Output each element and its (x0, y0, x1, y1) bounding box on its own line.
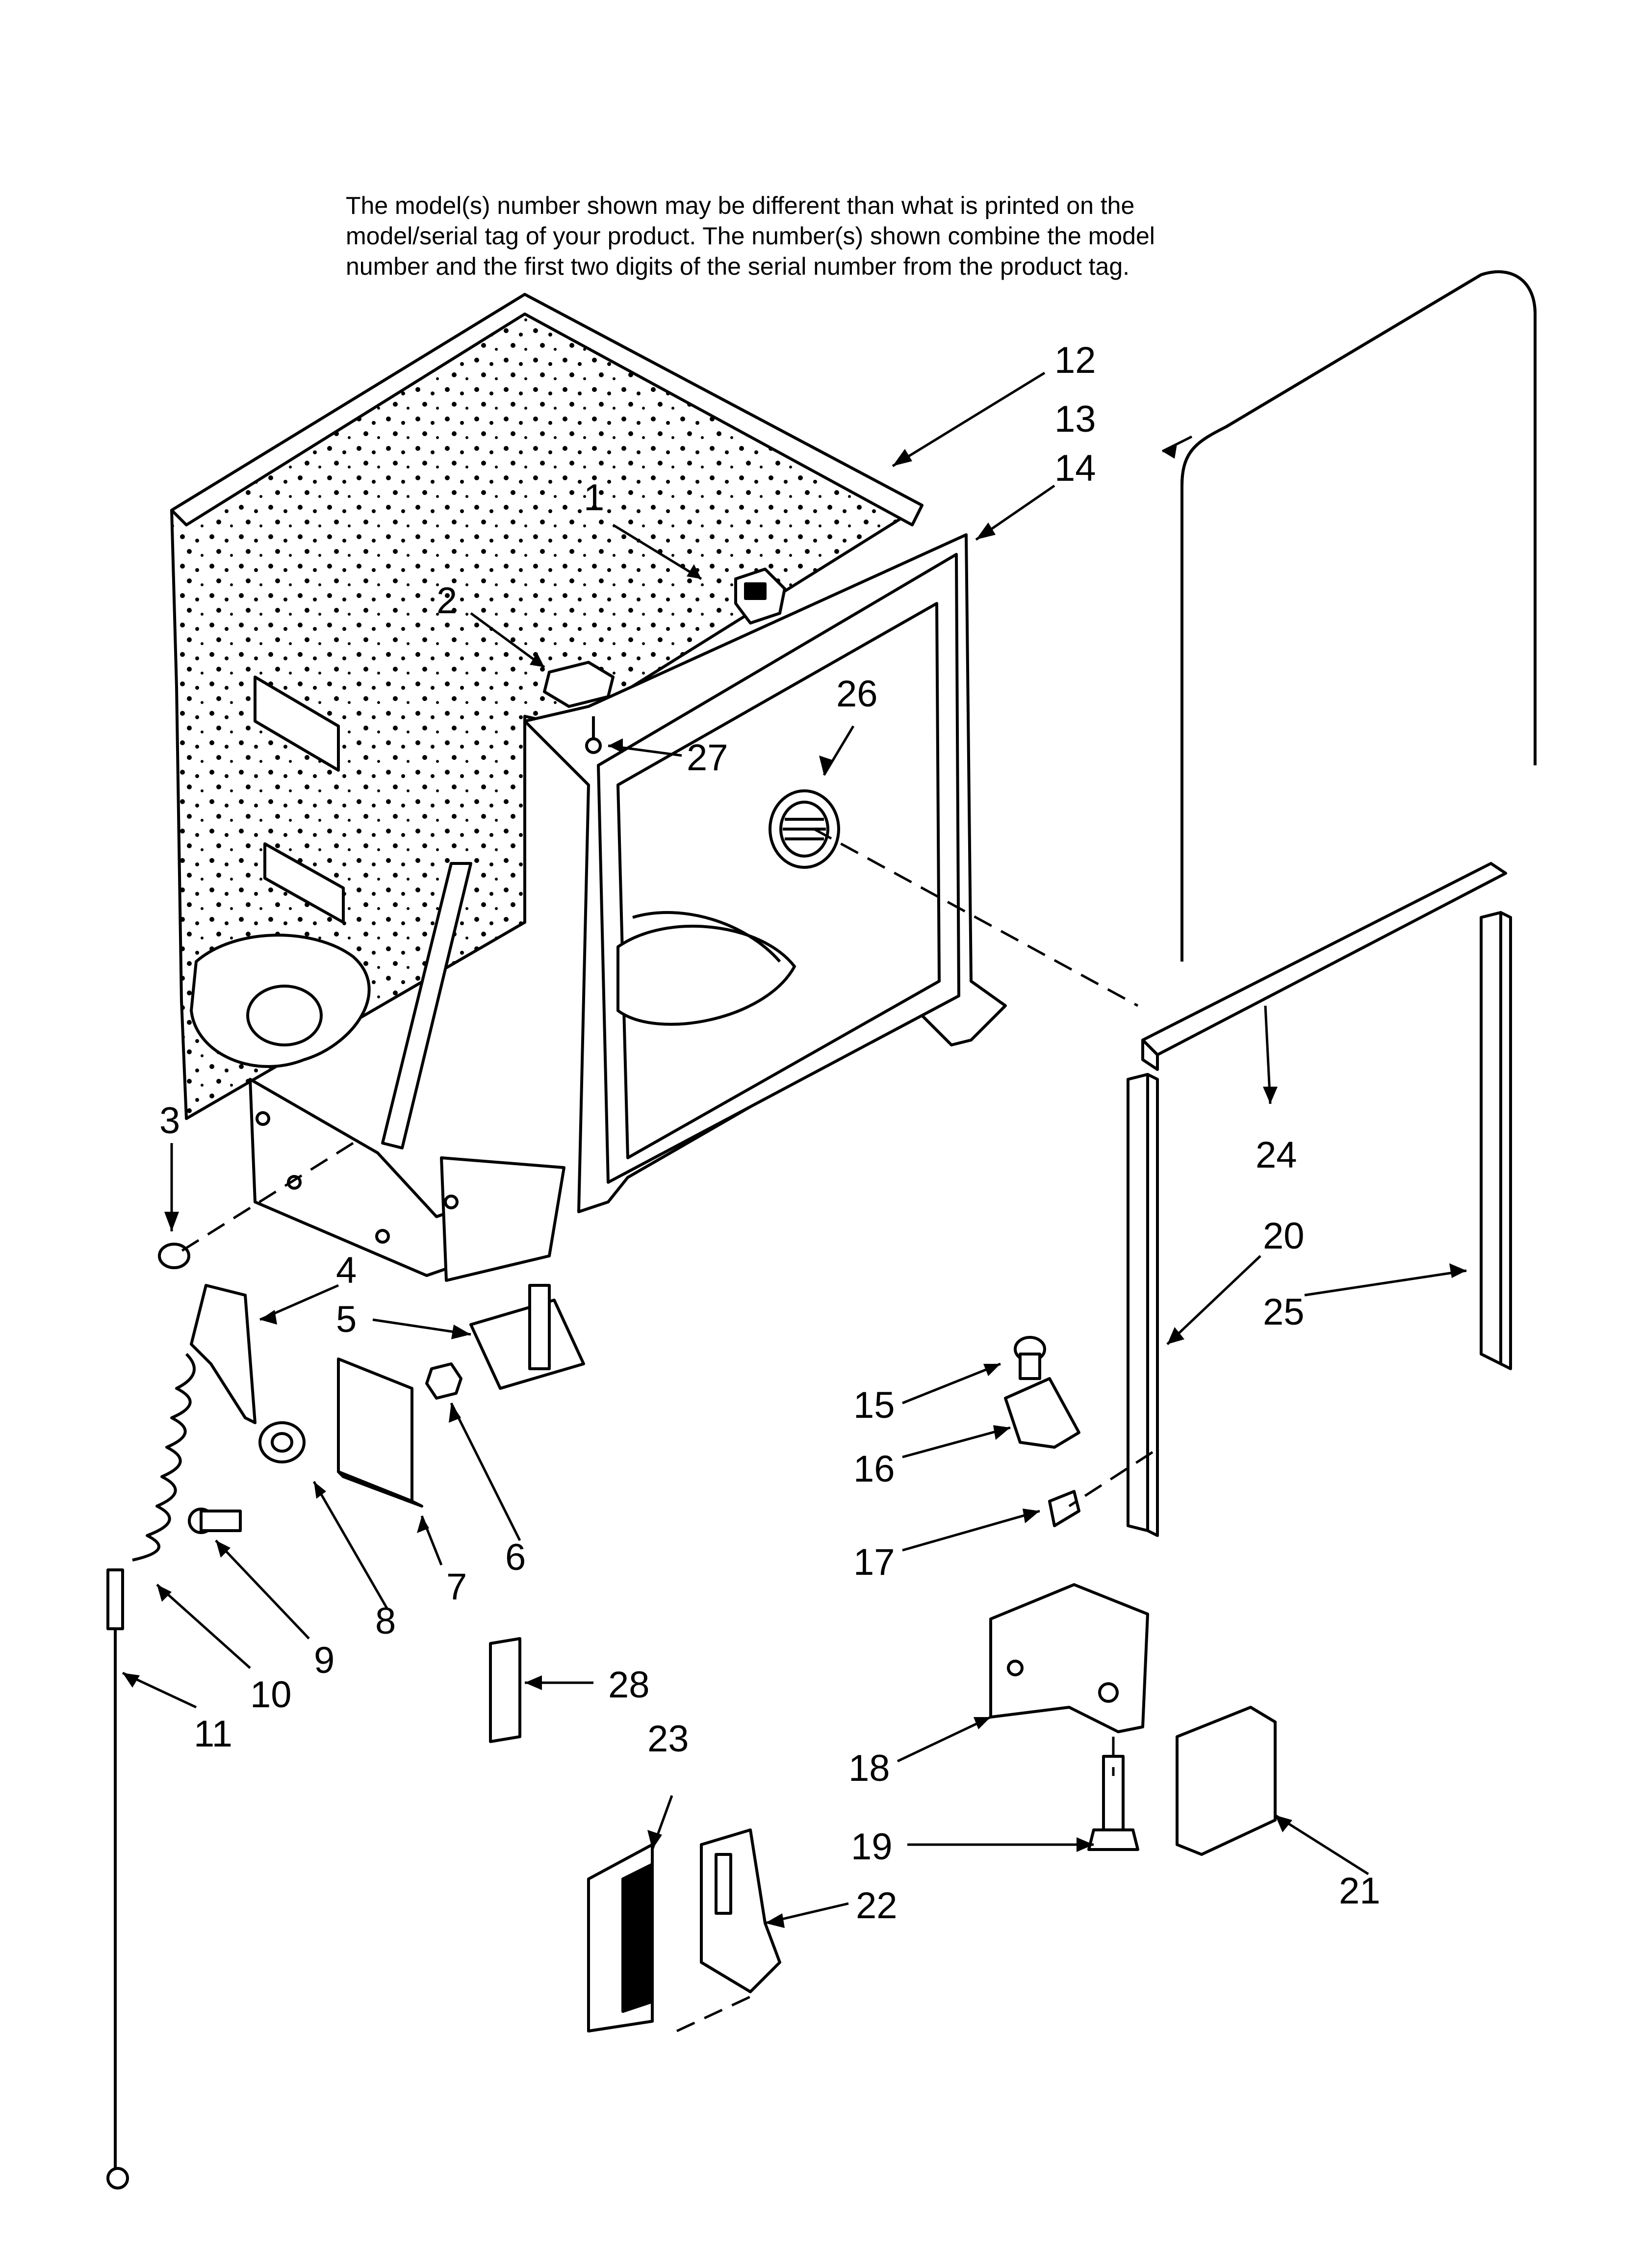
callout-13: 13 (1054, 398, 1096, 440)
callout-23: 23 (647, 1718, 689, 1760)
callout-3: 3 (159, 1100, 180, 1142)
callout-12: 12 (1054, 339, 1096, 381)
callout-11: 11 (194, 1713, 232, 1755)
insulation-blanket (170, 293, 924, 1149)
callout-17: 17 (853, 1541, 895, 1583)
callout-labels: 12 13 14 1 2 26 27 3 4 5 6 7 8 9 10 11 2… (159, 339, 1381, 1927)
nut-part (425, 1362, 462, 1400)
side-trim-left (1127, 1073, 1159, 1537)
callout-26: 26 (836, 673, 878, 715)
callout-16: 16 (853, 1448, 895, 1490)
callout-6: 6 (505, 1537, 526, 1578)
alignment-lines (180, 828, 1154, 2033)
leveling-bracket-part (1004, 1377, 1080, 1449)
spring-part (132, 1353, 196, 1562)
callout-27: 27 (687, 737, 728, 779)
pulley-part (258, 1421, 306, 1463)
callout-19: 19 (851, 1826, 893, 1868)
bracket-part-5 (469, 1284, 585, 1390)
callout-1: 1 (584, 477, 604, 519)
callout-25: 25 (1263, 1291, 1305, 1333)
mounting-plate-part (337, 1357, 423, 1508)
plug-part (158, 1243, 190, 1269)
top-trim-part (1141, 862, 1507, 1071)
clip-part (489, 1637, 521, 1743)
callout-8: 8 (375, 1600, 396, 1642)
callout-10: 10 (250, 1674, 292, 1716)
callout-28: 28 (608, 1664, 650, 1706)
hinge-plate-part (190, 1284, 257, 1424)
door-strike-part (734, 568, 786, 625)
callout-4: 4 (336, 1250, 357, 1291)
leveling-leg-bracket-part (989, 1583, 1149, 1733)
leg-bracket-part (700, 1828, 781, 1993)
leveling-leg-cap-part (1014, 1336, 1046, 1380)
tub-bracket-part (543, 661, 615, 708)
callout-20: 20 (1263, 1215, 1305, 1257)
callout-2: 2 (436, 580, 457, 622)
door-gasket (1180, 270, 1537, 962)
callout-21: 21 (1339, 1870, 1381, 1912)
callout-arrowheads (123, 444, 1466, 1928)
cable-part (106, 1568, 129, 2190)
callout-7: 7 (446, 1566, 467, 1608)
callout-22: 22 (856, 1885, 898, 1927)
side-trim-right (1480, 911, 1512, 1370)
callout-18: 18 (848, 1747, 890, 1789)
callout-15: 15 (853, 1384, 895, 1426)
leg-cover-part (587, 1843, 654, 2033)
callout-9: 9 (314, 1640, 334, 1681)
leg-cover-part-21 (1176, 1706, 1277, 1856)
screw-part-17 (1048, 1490, 1080, 1527)
screw-part-27 (585, 716, 602, 754)
model-number-note: The model(s) number shown may be differe… (346, 192, 1155, 280)
callout-24: 24 (1256, 1134, 1297, 1176)
leveling-leg-part (1087, 1755, 1139, 1851)
vent-part (769, 789, 840, 869)
callout-5: 5 (336, 1299, 357, 1340)
pin-part (188, 1508, 242, 1534)
callout-14: 14 (1054, 447, 1096, 489)
tub-front-frame (523, 533, 1007, 1213)
